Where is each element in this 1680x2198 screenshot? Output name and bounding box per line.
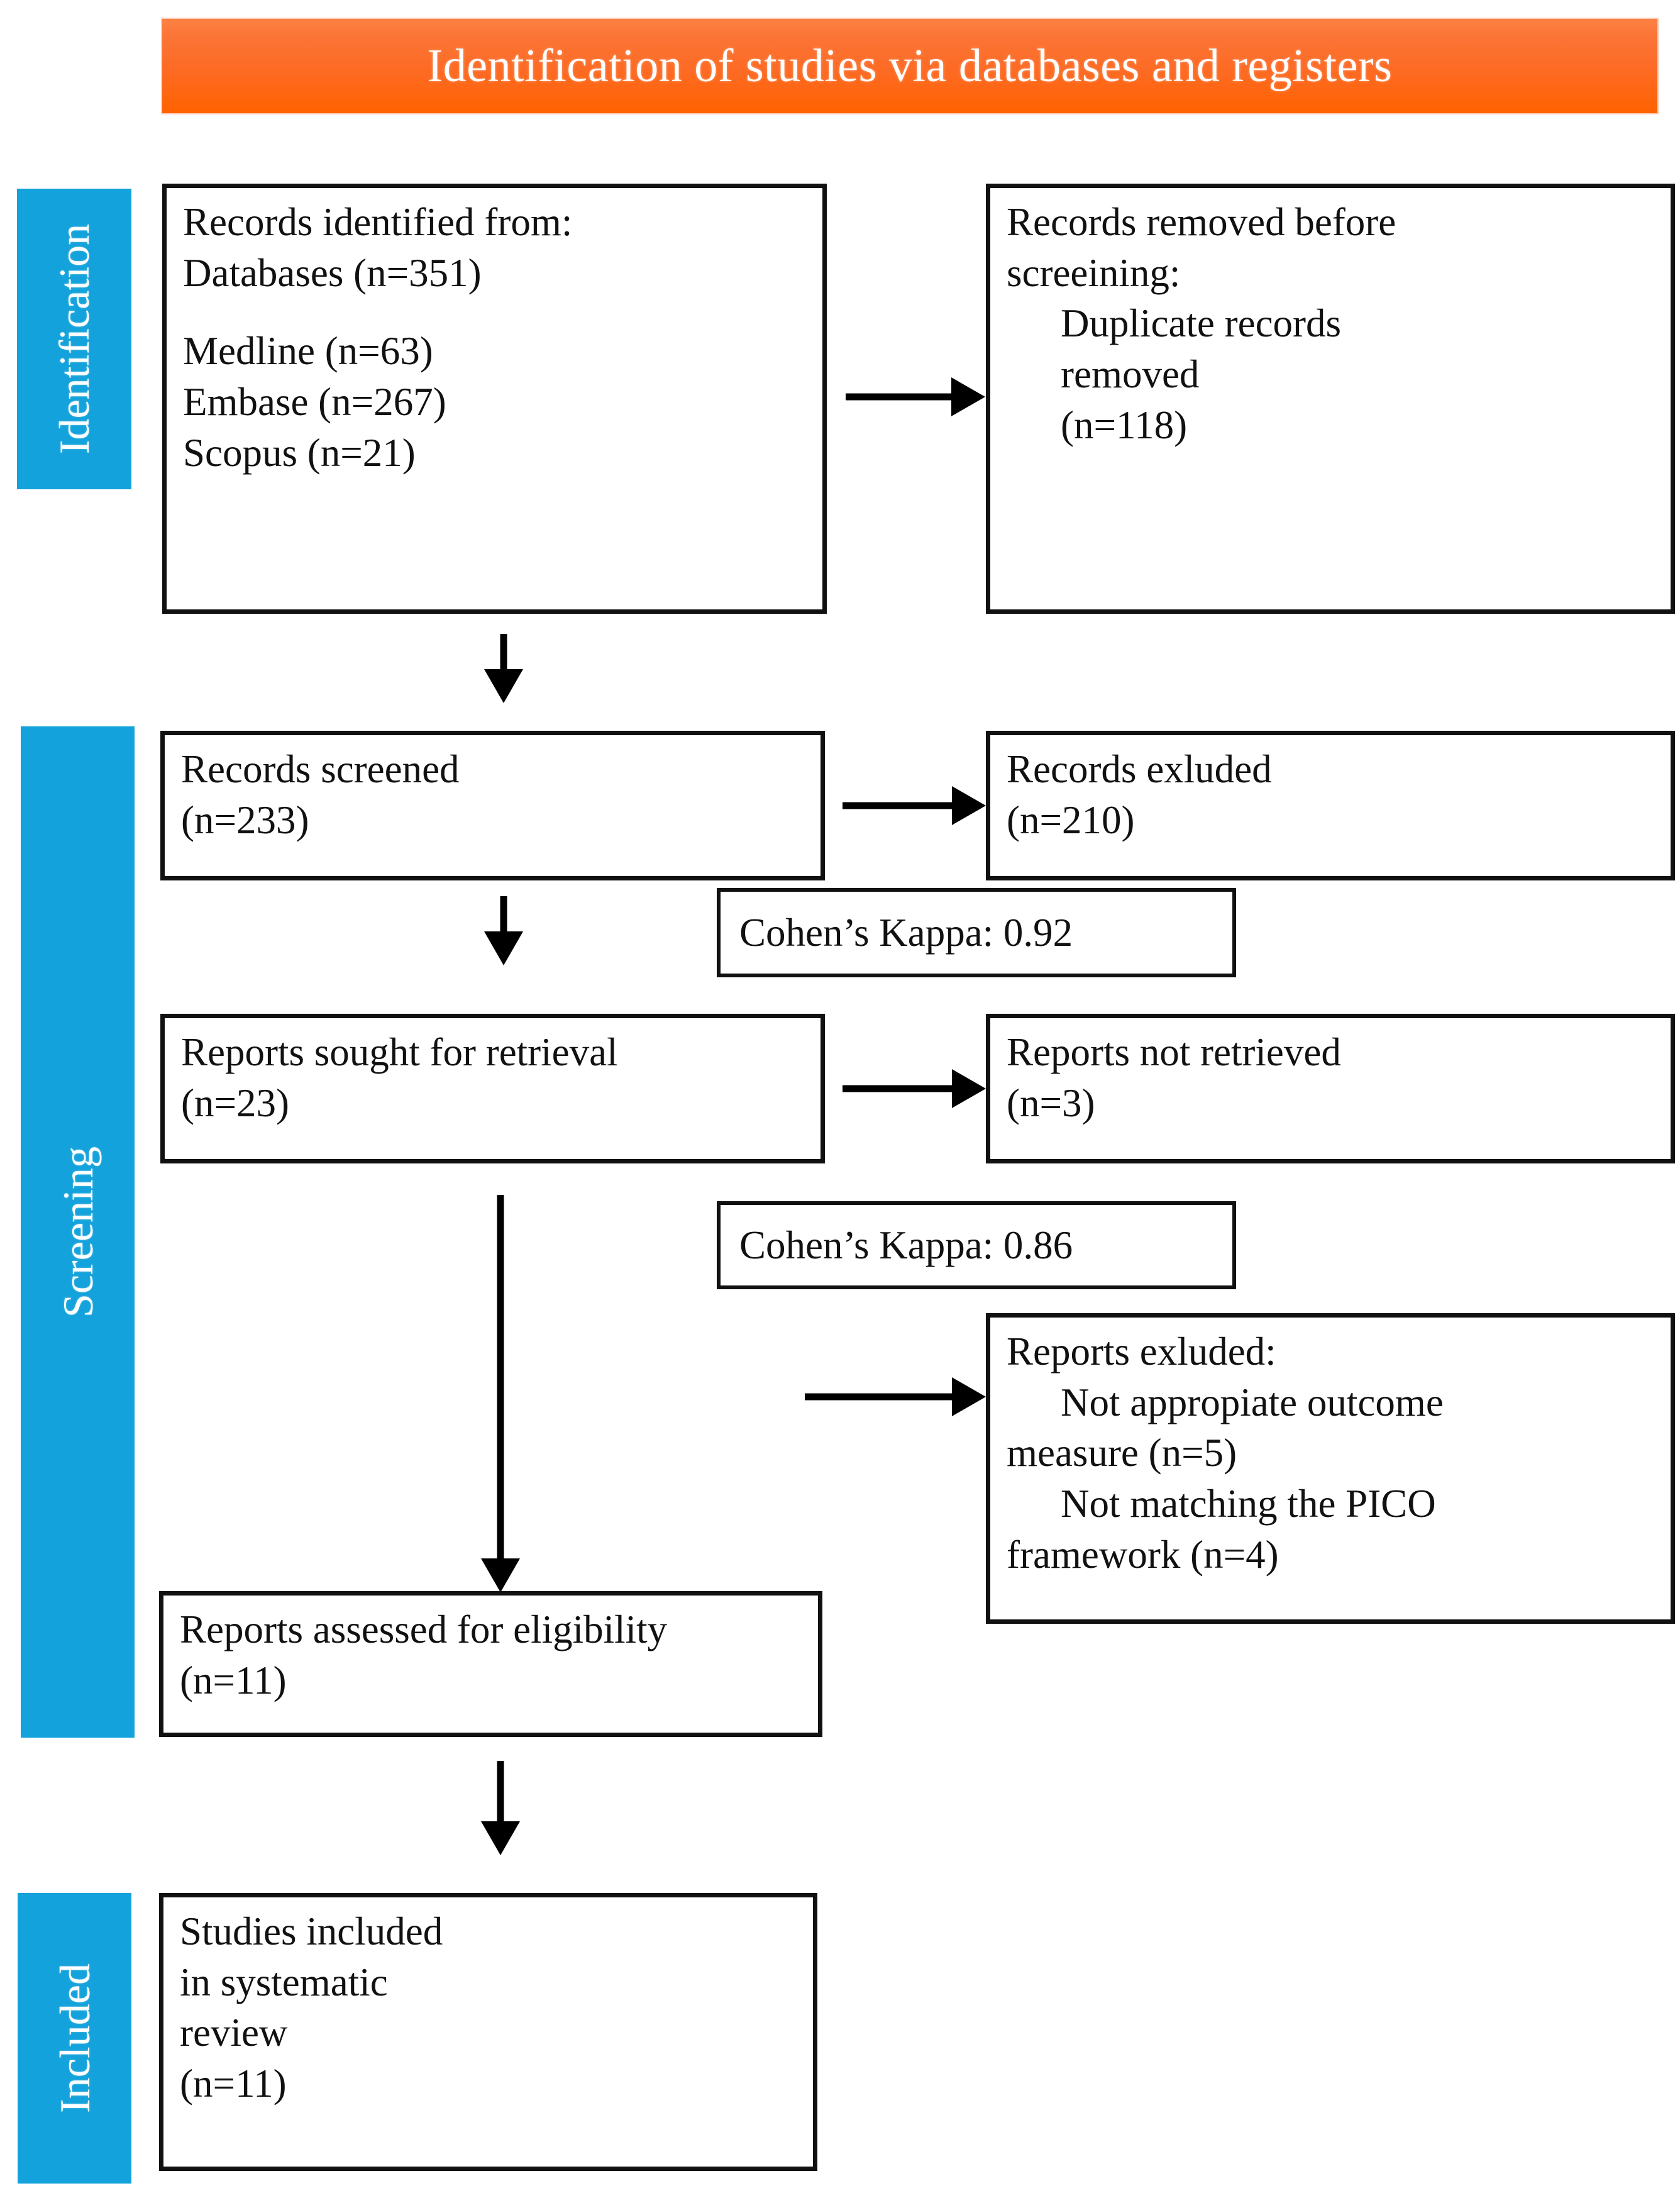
reports-not-retrieved-line-1: Reports not retrieved xyxy=(1007,1030,1341,1074)
box-cohens-kappa-2: Cohen’s Kappa: 0.86 xyxy=(717,1201,1236,1289)
reports-excluded-line-4: Not matching the PICO xyxy=(1061,1481,1436,1526)
studies-included-line-4: (n=11) xyxy=(180,2061,287,2106)
box-reports-not-retrieved: Reports not retrieved (n=3) xyxy=(986,1014,1675,1163)
stage-bar-included: Included xyxy=(18,1893,131,2184)
records-excluded-line-1: Records exluded xyxy=(1007,747,1272,791)
arrow-head xyxy=(951,377,985,416)
records-identified-line-2: Databases (n=351) xyxy=(183,250,482,295)
stage-bar-identification: Identification xyxy=(17,189,131,489)
cohens-kappa-1-value: Cohen’s Kappa: 0.92 xyxy=(739,910,1073,955)
reports-assessed-line-1: Reports assessed for eligibility xyxy=(180,1607,668,1651)
studies-included-line-1: Studies included xyxy=(180,1909,443,1953)
arrow-head xyxy=(481,1558,520,1592)
records-identified-spacer xyxy=(183,298,809,326)
records-removed-line-2: screeining: xyxy=(1007,250,1181,295)
box-cohens-kappa-1: Cohen’s Kappa: 0.92 xyxy=(717,888,1236,977)
records-identified-line-1: Records identified from: xyxy=(183,200,573,244)
box-reports-assessed: Reports assessed for eligibility (n=11) xyxy=(159,1591,822,1737)
records-removed-line-1: Records removed before xyxy=(1007,200,1396,244)
box-records-identified: Records identified from: Databases (n=35… xyxy=(162,184,827,614)
arrow-head xyxy=(952,786,986,825)
arrow-head xyxy=(952,1377,986,1416)
reports-assessed-line-2: (n=11) xyxy=(180,1658,287,1702)
box-reports-sought: Reports sought for retrieval (n=23) xyxy=(160,1014,825,1163)
arrow-shaft xyxy=(843,802,959,809)
stage-bar-screening: Screening xyxy=(21,726,135,1738)
reports-excluded-line-2: Not appropiate outcome xyxy=(1061,1380,1444,1424)
arrow-sought-to-not-retrieved xyxy=(843,1069,986,1108)
box-reports-excluded: Reports exluded: Not appropiate outcome … xyxy=(986,1313,1675,1624)
records-identified-line-embase: Embase (n=267) xyxy=(183,379,446,424)
arrow-identified-to-removed xyxy=(846,377,985,416)
arrow-head xyxy=(484,931,523,965)
records-removed-line-5: (n=118) xyxy=(1061,402,1188,447)
stage-label-identification: Identification xyxy=(50,223,99,455)
diagram-header-banner: Identification of studies via databases … xyxy=(162,19,1657,113)
reports-sought-line-1: Reports sought for retrieval xyxy=(181,1030,618,1074)
stage-label-screening: Screening xyxy=(53,1146,102,1318)
records-removed-line-4: removed xyxy=(1061,352,1200,396)
arrow-screened-to-sought xyxy=(484,896,523,965)
arrow-shaft xyxy=(843,1085,959,1092)
arrow-shaft xyxy=(497,1761,504,1825)
arrow-shaft xyxy=(805,1393,956,1401)
arrow-assessed-to-included xyxy=(481,1761,520,1855)
cohens-kappa-2-value: Cohen’s Kappa: 0.86 xyxy=(739,1223,1073,1267)
records-screened-line-2: (n=233) xyxy=(181,797,309,842)
box-records-removed: Records removed before screeining: Dupli… xyxy=(986,184,1675,614)
arrow-head xyxy=(484,669,523,703)
records-screened-line-1: Records screened xyxy=(181,747,460,791)
records-removed-line-3: Duplicate records xyxy=(1061,301,1342,346)
records-excluded-line-2: (n=210) xyxy=(1007,797,1135,842)
records-identified-line-scopus: Scopus (n=21) xyxy=(183,430,416,475)
reports-not-retrieved-line-2: (n=3) xyxy=(1007,1080,1095,1125)
arrow-head xyxy=(481,1821,520,1855)
studies-included-line-3: review xyxy=(180,2011,288,2055)
arrow-assessed-to-excluded xyxy=(805,1377,986,1416)
studies-included-line-2: in systematic xyxy=(180,1960,388,2004)
arrow-screened-to-excluded xyxy=(843,786,986,825)
arrow-sought-to-assessed xyxy=(481,1195,520,1592)
reports-excluded-line-5: framework (n=4) xyxy=(1007,1532,1279,1577)
records-identified-line-medline: Medline (n=63) xyxy=(183,329,433,374)
reports-excluded-line-1: Reports exluded: xyxy=(1007,1329,1276,1374)
box-records-screened: Records screened (n=233) xyxy=(160,731,825,880)
arrow-shaft xyxy=(500,634,507,673)
arrow-shaft xyxy=(500,896,507,935)
stage-label-included: Included xyxy=(50,1963,99,2113)
box-records-excluded: Records exluded (n=210) xyxy=(986,731,1675,880)
box-studies-included: Studies included in systematic review (n… xyxy=(159,1893,817,2171)
page-title: Identification of studies via databases … xyxy=(427,40,1393,92)
arrow-shaft xyxy=(846,393,959,401)
arrow-head xyxy=(952,1069,986,1108)
reports-excluded-line-3: measure (n=5) xyxy=(1007,1431,1237,1475)
reports-sought-line-2: (n=23) xyxy=(181,1080,289,1125)
arrow-identified-to-screened xyxy=(484,634,523,703)
arrow-shaft xyxy=(497,1195,504,1562)
